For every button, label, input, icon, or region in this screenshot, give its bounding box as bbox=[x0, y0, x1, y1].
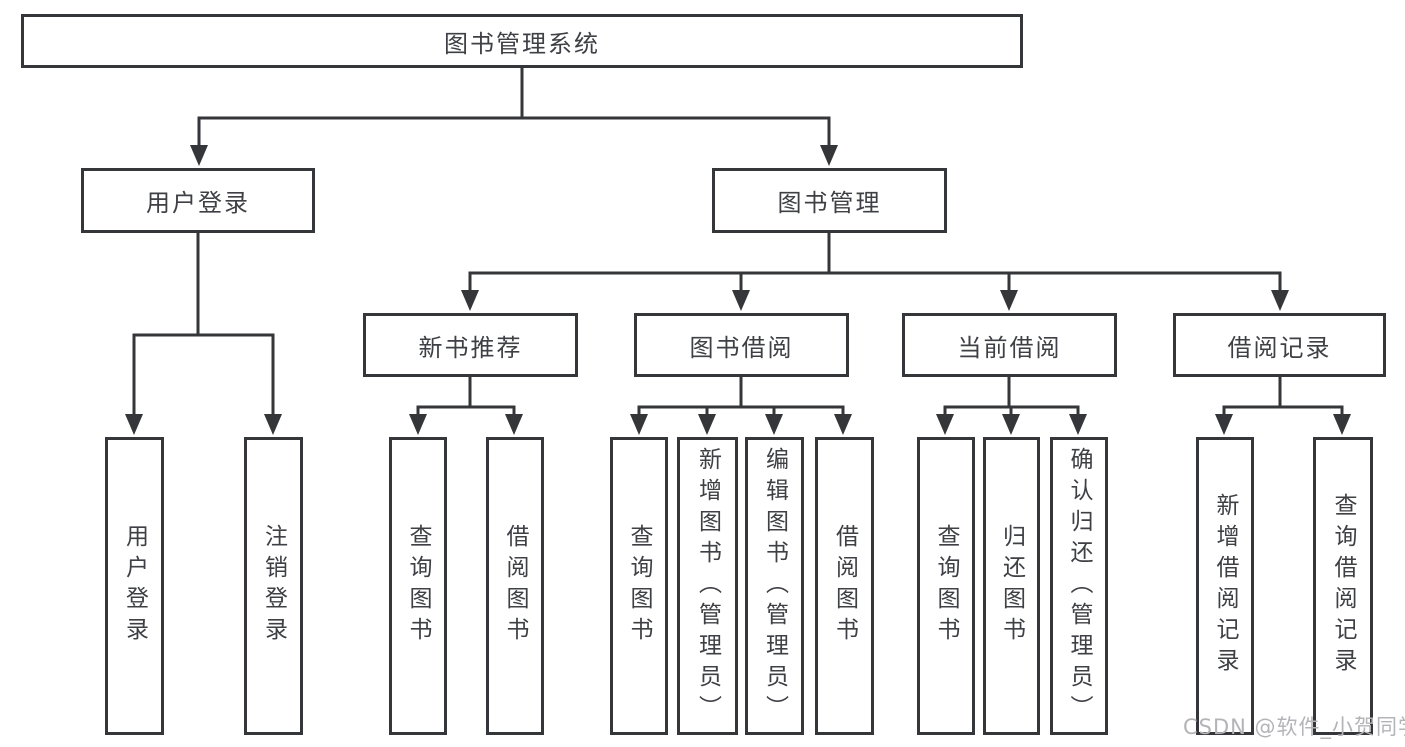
leaf-records-add-record: 新增借阅记录 bbox=[1196, 437, 1254, 735]
leaf-borrow-add-books-admin: 新增图书（管理员） bbox=[677, 437, 738, 735]
node-book-management: 图书管理 bbox=[712, 168, 947, 233]
node-borrow-records: 借阅记录 bbox=[1173, 313, 1386, 377]
arrowhead bbox=[1215, 414, 1233, 435]
connector-records-to-leaves bbox=[1215, 377, 1351, 435]
node-root-system: 图书管理系统 bbox=[21, 14, 1023, 68]
arrowhead bbox=[765, 414, 783, 435]
leaf-recommend-query-books: 查询图书 bbox=[389, 437, 447, 735]
leaf-user-logout: 注销登录 bbox=[244, 437, 303, 735]
arrowhead bbox=[732, 290, 750, 311]
connector-borrow-to-leaves bbox=[630, 377, 852, 435]
arrowhead bbox=[1271, 290, 1289, 311]
connector-recommend-to-leaves bbox=[409, 377, 523, 435]
leaf-current-return-books: 归还图书 bbox=[983, 437, 1040, 735]
node-new-book-recommend: 新书推荐 bbox=[363, 313, 578, 377]
arrowhead bbox=[1000, 290, 1018, 311]
arrowhead bbox=[125, 414, 143, 435]
leaf-current-query-books: 查询图书 bbox=[917, 437, 975, 735]
arrowhead bbox=[264, 414, 282, 435]
arrowhead bbox=[190, 145, 208, 166]
arrowhead bbox=[505, 414, 523, 435]
leaf-current-confirm-return-admin: 确认归还（管理员） bbox=[1050, 437, 1108, 735]
arrowhead bbox=[834, 414, 852, 435]
arrowhead bbox=[1069, 414, 1087, 435]
leaf-user-login: 用户登录 bbox=[105, 437, 164, 735]
arrowhead bbox=[461, 290, 479, 311]
connector-book-mgmt-to-level3 bbox=[461, 233, 1289, 311]
arrowhead bbox=[698, 414, 716, 435]
leaf-borrow-query-books: 查询图书 bbox=[610, 437, 668, 735]
connector-root-to-level2 bbox=[190, 68, 838, 166]
arrowhead bbox=[936, 414, 954, 435]
arrowhead bbox=[820, 145, 838, 166]
leaf-borrow-edit-books-admin: 编辑图书（管理员） bbox=[745, 437, 804, 735]
leaf-recommend-borrow-books: 借阅图书 bbox=[486, 437, 544, 735]
node-book-borrow: 图书借阅 bbox=[634, 313, 849, 377]
arrowhead bbox=[630, 414, 648, 435]
leaf-records-query-record: 查询借阅记录 bbox=[1313, 437, 1373, 735]
leaf-borrow-borrow-books: 借阅图书 bbox=[815, 437, 874, 735]
connector-user-login-to-leaves bbox=[125, 233, 282, 435]
node-current-borrow: 当前借阅 bbox=[902, 313, 1117, 377]
node-user-login: 用户登录 bbox=[81, 168, 315, 233]
csdn-watermark: CSDN @软件_小贺同学 bbox=[1183, 715, 1405, 739]
arrowhead bbox=[1002, 414, 1020, 435]
connector-current-to-leaves bbox=[936, 377, 1087, 435]
arrowhead bbox=[409, 414, 427, 435]
arrowhead bbox=[1333, 414, 1351, 435]
